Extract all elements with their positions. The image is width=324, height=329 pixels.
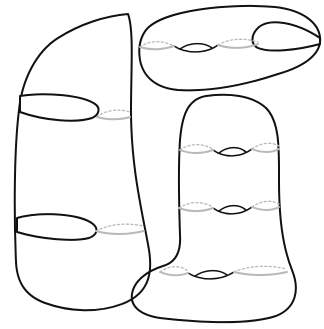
left-cut-upper-back (97, 110, 130, 117)
left-upper-handle (20, 94, 99, 120)
bottom-cut-2-right-front (252, 207, 279, 210)
top-inner-handle-upper (180, 44, 212, 49)
top-cut-left-back (140, 42, 174, 47)
left-cut-upper-front (97, 117, 130, 119)
top-cut-left-front (140, 46, 174, 49)
left-lower-handle (17, 214, 96, 240)
bottom-handle-3-upper (195, 271, 227, 276)
bottom-cut-3-right-front (234, 272, 287, 275)
bottom-cut-3-right-back (234, 266, 287, 272)
bottom-cut-2-right-back (252, 201, 279, 207)
bottom-cut-1-left-back (180, 145, 213, 150)
top-right-handle (252, 22, 320, 50)
bottom-cut-1-right-front (252, 149, 279, 152)
left-cut-lower-front (96, 231, 144, 234)
bottom-handle-1-upper (219, 148, 246, 153)
bottom-cut-1-left-front (180, 150, 213, 153)
top-surface (139, 6, 320, 90)
bottom-handle-2-upper (219, 206, 246, 211)
bottom-cut-2-left-front (179, 208, 213, 211)
left-surface (15, 14, 150, 310)
bottom-cut-3-left-front (160, 272, 188, 275)
bottom-cut-1-right-back (252, 143, 279, 149)
bottom-cut-2-left-back (179, 203, 213, 208)
left-surface-outline (15, 14, 150, 310)
bottom-surface (132, 95, 296, 322)
left-cut-lower-back (96, 224, 144, 231)
top-cut-right-front (218, 44, 258, 48)
bottom-cut-3-left-back (160, 267, 188, 272)
